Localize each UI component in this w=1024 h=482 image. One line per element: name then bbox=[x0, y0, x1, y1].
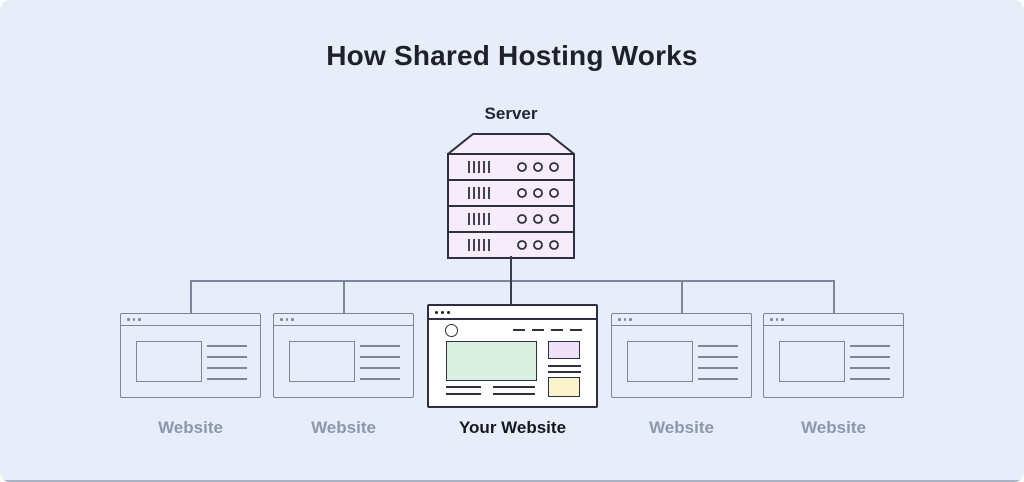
text-line bbox=[493, 386, 535, 388]
website-window-4 bbox=[611, 313, 752, 398]
connector-to-website-5 bbox=[833, 281, 835, 314]
browser-titlebar bbox=[274, 314, 413, 326]
browser-titlebar bbox=[121, 314, 260, 326]
text-line bbox=[446, 393, 481, 395]
nav-menu-item bbox=[551, 329, 563, 331]
hero-image-placeholder bbox=[446, 341, 537, 381]
browser-titlebar bbox=[612, 314, 751, 326]
server-label: Server bbox=[484, 104, 538, 123]
text-line bbox=[548, 371, 581, 373]
image-placeholder bbox=[289, 341, 355, 382]
your-website-label: Your Website bbox=[458, 418, 567, 437]
server-rack-icon bbox=[447, 133, 575, 259]
connector-to-website-1 bbox=[190, 281, 192, 314]
text-line bbox=[446, 386, 481, 388]
website-label-5: Website bbox=[801, 418, 866, 437]
website-label-1: Website bbox=[158, 418, 223, 437]
connector-server-to-your-website bbox=[510, 256, 512, 306]
connector-trunk bbox=[190, 280, 835, 282]
connector-to-website-4 bbox=[681, 281, 683, 314]
sidebar-panel-purple bbox=[548, 341, 580, 359]
connector-to-website-2 bbox=[343, 281, 345, 314]
website-window-1 bbox=[120, 313, 261, 398]
your-website-window bbox=[427, 304, 598, 408]
website-label-4: Website bbox=[649, 418, 714, 437]
image-placeholder bbox=[136, 341, 202, 382]
website-label-2: Website bbox=[311, 418, 376, 437]
nav-menu-item bbox=[570, 329, 582, 331]
website-window-5 bbox=[763, 313, 904, 398]
text-line bbox=[493, 393, 535, 395]
browser-titlebar bbox=[429, 306, 596, 320]
text-line bbox=[548, 365, 581, 367]
website-window-2 bbox=[273, 313, 414, 398]
site-logo-icon bbox=[445, 324, 458, 337]
image-placeholder bbox=[627, 341, 693, 382]
image-placeholder bbox=[779, 341, 845, 382]
nav-menu-item bbox=[532, 329, 544, 331]
sidebar-panel-yellow bbox=[548, 377, 580, 397]
page-title: How Shared Hosting Works bbox=[326, 40, 698, 71]
nav-menu-item bbox=[513, 329, 525, 331]
browser-titlebar bbox=[764, 314, 903, 326]
